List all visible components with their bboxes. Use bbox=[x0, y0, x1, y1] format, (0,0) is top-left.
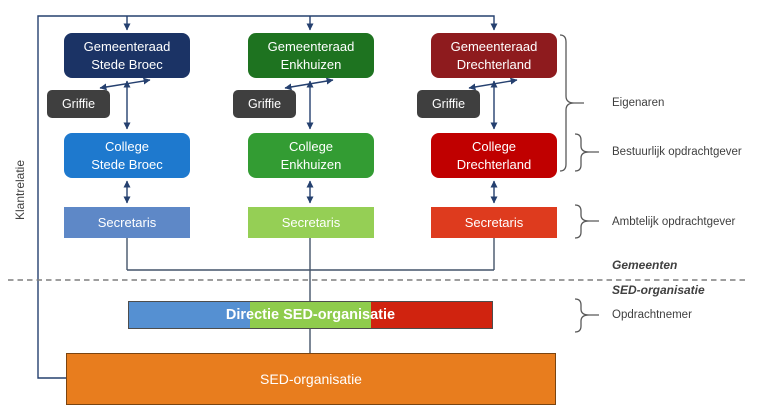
secretaris-drechterland-box: Secretaris bbox=[431, 207, 557, 238]
bestuurlijk-opdrachtgever-label: Bestuurlijk opdrachtgever bbox=[612, 146, 742, 158]
griffie-enkhuizen-box: Griffie bbox=[233, 90, 296, 118]
gemeenteraad-drechterland-line2: Drechterland bbox=[456, 56, 532, 72]
council-griffie-arrow-drechterland bbox=[468, 77, 518, 91]
gemeenteraad-stede-broec-line1: Gemeenteraad bbox=[83, 38, 171, 54]
secretaris-drechterland-label: Secretaris bbox=[464, 215, 524, 230]
college-stede-broec-line2: Stede Broec bbox=[91, 156, 163, 172]
college-enkhuizen-box: College Enkhuizen bbox=[248, 133, 374, 178]
gemeenteraad-enkhuizen-line1: Gemeenteraad bbox=[267, 38, 355, 54]
college-enkhuizen-line2: Enkhuizen bbox=[280, 156, 342, 172]
directie-sed-bar bbox=[128, 301, 493, 329]
griffie-stede-broec-box: Griffie bbox=[47, 90, 110, 118]
opdrachtnemer-brace bbox=[574, 298, 599, 333]
college-stede-broec-line1: College bbox=[104, 138, 150, 154]
secretaris-enkhuizen-label: Secretaris bbox=[281, 215, 341, 230]
griffie-stede-broec-label: Griffie bbox=[61, 97, 96, 111]
college-drechterland-line1: College bbox=[471, 138, 517, 154]
directie-sed-label: Directie SED-organisatie bbox=[225, 307, 396, 323]
council-griffie-arrow-stede-broec bbox=[99, 77, 151, 91]
ambtelijk-opdrachtgever-label: Ambtelijk opdrachtgever bbox=[612, 216, 736, 228]
college-enkhuizen-line1: College bbox=[288, 138, 334, 154]
college-drechterland-box: College Drechterland bbox=[431, 133, 557, 178]
secretaris-stede-broec-label: Secretaris bbox=[97, 215, 157, 230]
sed-organisatie-section-label: SED-organisatie bbox=[612, 283, 705, 297]
klantrelatie-loop-line bbox=[37, 15, 498, 379]
gemeenteraad-stede-broec-box: Gemeenteraad Stede Broec bbox=[64, 33, 190, 78]
griffie-drechterland-label: Griffie bbox=[431, 97, 466, 111]
gemeenteraad-enkhuizen-line2: Enkhuizen bbox=[280, 56, 342, 72]
college-stede-broec-box: College Stede Broec bbox=[64, 133, 190, 178]
college-drechterland-line2: Drechterland bbox=[456, 156, 532, 172]
eigenaren-brace bbox=[559, 34, 584, 172]
griffie-enkhuizen-label: Griffie bbox=[247, 97, 282, 111]
gemeenten-label: Gemeenten bbox=[612, 258, 678, 272]
eigenaren-label: Eigenaren bbox=[612, 97, 665, 109]
secretaris-stede-broec-box: Secretaris bbox=[64, 207, 190, 238]
gemeenteraad-stede-broec-line2: Stede Broec bbox=[91, 56, 163, 72]
bestuurlijk-brace bbox=[574, 133, 599, 172]
secretaris-enkhuizen-box: Secretaris bbox=[248, 207, 374, 238]
gemeenteraad-drechterland-line1: Gemeenteraad bbox=[450, 38, 538, 54]
opdrachtnemer-label: Opdrachtnemer bbox=[612, 309, 692, 321]
klantrelatie-label: Klantrelatie bbox=[13, 159, 27, 221]
griffie-drechterland-box: Griffie bbox=[417, 90, 480, 118]
gemeenteraad-enkhuizen-box: Gemeenteraad Enkhuizen bbox=[248, 33, 374, 78]
council-griffie-arrow-enkhuizen bbox=[284, 77, 334, 91]
sed-organisatie-box: SED-organisatie bbox=[66, 353, 556, 405]
sed-organisatie-label: SED-organisatie bbox=[260, 371, 362, 387]
directie-segment-blue bbox=[129, 302, 250, 328]
directie-segment-red bbox=[371, 302, 492, 328]
gemeenteraad-drechterland-box: Gemeenteraad Drechterland bbox=[431, 33, 557, 78]
ambtelijk-brace bbox=[574, 204, 599, 239]
directie-segment-green bbox=[250, 302, 371, 328]
